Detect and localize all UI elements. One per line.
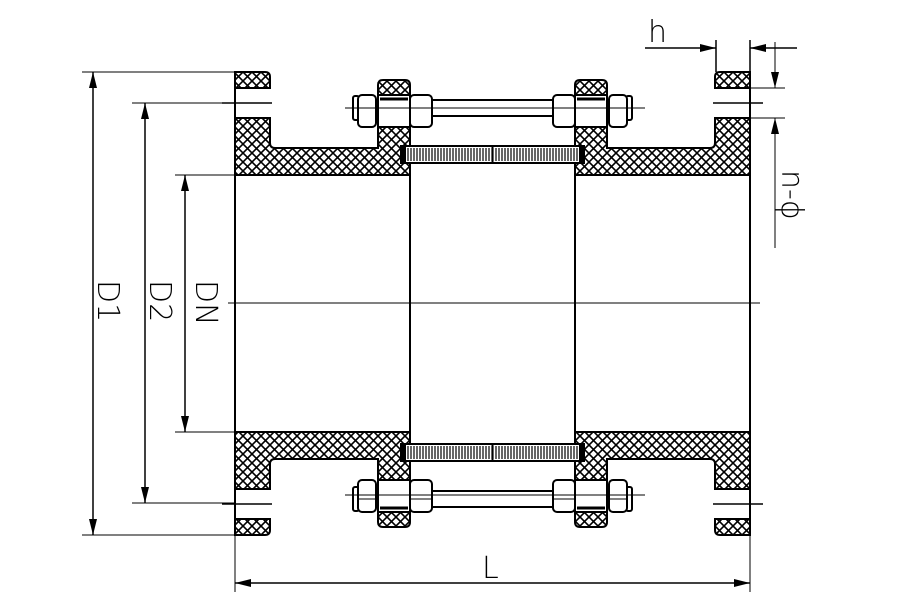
label-l: L	[482, 551, 499, 586]
label-n-phi: n-ϕ	[774, 170, 809, 220]
dimensions	[82, 40, 797, 592]
label-d1: D1	[90, 280, 125, 322]
label-h: h	[648, 15, 667, 50]
coupling-section	[220, 70, 765, 537]
label-d2: D2	[142, 280, 177, 322]
label-dn: DN	[188, 280, 223, 326]
